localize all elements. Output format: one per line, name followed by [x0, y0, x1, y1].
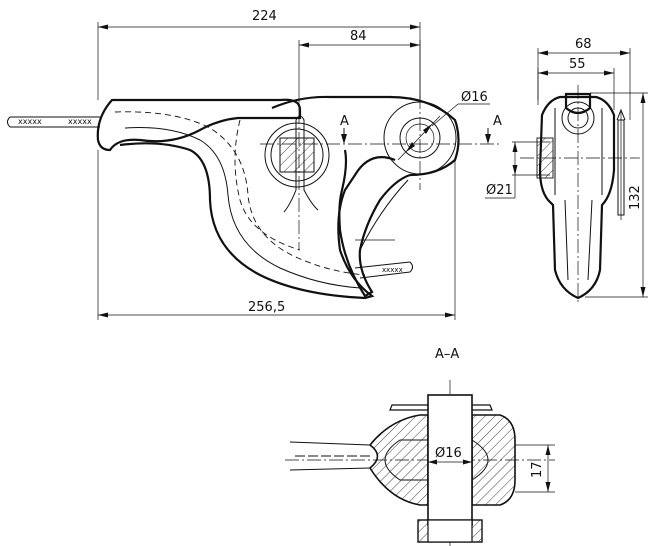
section-marker-left: A	[340, 114, 349, 144]
dimension-dia16-section: Ø16	[428, 446, 472, 465]
dimension-55: 55	[537, 57, 615, 110]
dimension-84: 84	[298, 29, 421, 110]
cable-mark-2: xxxxx	[68, 117, 92, 126]
section-view-a-a: A–A Ø16 17	[285, 347, 555, 546]
dimension-132: 132	[585, 92, 648, 298]
dimension-256-5: 256,5	[97, 150, 456, 320]
section-title: A–A	[435, 347, 459, 362]
left-cable: xxxxx xxxxx	[7, 116, 100, 128]
section-mark-right: A	[493, 114, 502, 129]
dim-dia21-label: Ø21	[486, 183, 513, 198]
dimension-68: 68	[537, 37, 631, 120]
cable-mark-1: xxxxx	[18, 117, 42, 126]
dimension-17: 17	[515, 444, 555, 493]
front-view: 224 84 256,5 xxxxx xxxxx	[7, 9, 502, 320]
dimension-dia16-top: Ø16	[431, 90, 490, 127]
side-view: 68 55 132 Ø21	[485, 37, 648, 305]
side-body	[520, 85, 640, 305]
section-marker-right: A	[485, 114, 502, 144]
dim-17-label: 17	[530, 461, 545, 478]
dim-224-label: 224	[252, 9, 277, 24]
dim-section-dia16-label: Ø16	[435, 446, 462, 461]
section-mark-left: A	[340, 114, 349, 129]
dim-132-label: 132	[628, 185, 643, 210]
dim-84-label: 84	[350, 29, 367, 44]
dim-256-5-label: 256,5	[248, 300, 285, 315]
dim-55-label: 55	[569, 57, 586, 72]
right-cable: xxxxx	[354, 261, 413, 279]
clamp-body	[96, 95, 500, 300]
dim-dia16-label: Ø16	[461, 90, 488, 105]
dimension-224: 224	[97, 9, 421, 100]
cable-mark-right: xxxxx	[382, 266, 403, 274]
dim-68-label: 68	[575, 37, 592, 52]
